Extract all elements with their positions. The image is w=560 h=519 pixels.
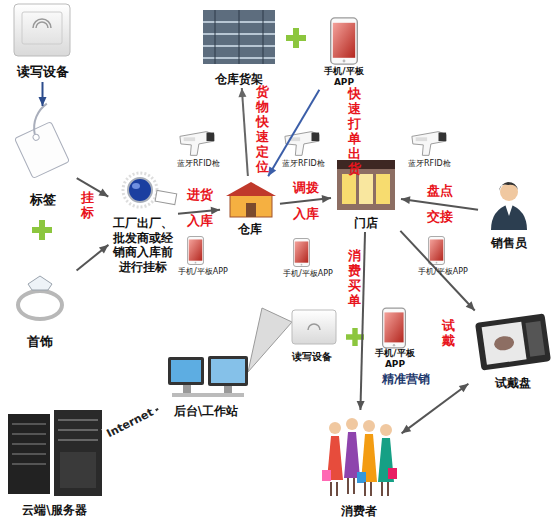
store xyxy=(337,160,395,210)
rfid-tag xyxy=(7,104,73,179)
rfid-gun xyxy=(412,132,446,156)
edge-label: 快速打单出货 xyxy=(347,86,362,176)
phone xyxy=(331,18,358,64)
device-label: 手机/平板APP xyxy=(178,267,228,276)
image-node: 工厂出厂、批发商或经销商入库前进行挂标 xyxy=(110,160,176,274)
image-node: 仓库 xyxy=(222,178,278,236)
arrow-head xyxy=(268,166,276,176)
node-caption: 读写设备 xyxy=(17,64,69,80)
try-on-tray xyxy=(475,313,551,370)
device-label: 手机/平板APP xyxy=(283,269,333,278)
device-label: 蓝牙RFID枪 xyxy=(282,159,325,168)
arrow-head xyxy=(401,196,410,204)
image-node: 首饰 xyxy=(5,250,75,350)
image-node: 门店 xyxy=(333,158,399,230)
connector-line xyxy=(400,231,474,311)
warehouse xyxy=(226,182,276,217)
node-caption: 读写设备 xyxy=(292,351,332,363)
connector-line xyxy=(402,384,469,434)
edge-label: 消费买单 xyxy=(347,248,362,308)
image-node: 销售员 xyxy=(480,178,538,250)
edge-label: 试戴 xyxy=(441,318,456,348)
node-caption: 后台\工作站 xyxy=(174,404,238,418)
node-caption: 首饰 xyxy=(27,334,53,350)
node-caption: 手机/平板APP xyxy=(368,348,422,370)
node-caption: 销售员 xyxy=(491,236,527,250)
connector xyxy=(39,82,47,106)
node-caption: 手机/平板APP xyxy=(315,66,373,88)
image-node: 试戴盘 xyxy=(470,312,555,390)
arrow-head xyxy=(357,401,365,410)
plus-sign xyxy=(32,220,52,240)
connector-line xyxy=(401,199,478,210)
wireless-beam xyxy=(248,308,292,372)
arrow-head xyxy=(39,97,47,106)
connector xyxy=(280,195,331,204)
arrow-head xyxy=(322,195,331,203)
workstation xyxy=(168,356,248,397)
phone xyxy=(187,236,203,264)
node-caption: 云端\服务器 xyxy=(22,503,86,517)
connector-line xyxy=(242,88,248,176)
image-node: 后台\工作站 xyxy=(160,352,252,418)
edge-label: 精准营销 xyxy=(376,372,436,387)
warehouse-shelf xyxy=(203,10,275,64)
image-node: 消费者 xyxy=(318,412,400,518)
connector xyxy=(238,88,247,176)
image-node: 标签 xyxy=(10,108,75,208)
edge-label: 进货入库 xyxy=(186,182,214,234)
node-caption: 试戴盘 xyxy=(495,376,531,390)
node-caption: 消费者 xyxy=(341,504,377,518)
rfid-gun xyxy=(180,132,214,156)
node-caption: 仓库货架 xyxy=(215,72,263,86)
connector-line xyxy=(77,245,109,271)
connector xyxy=(402,384,469,434)
edge-label: 盘点交接 xyxy=(426,178,454,230)
node-caption: 标签 xyxy=(30,192,56,208)
arrow-head xyxy=(238,88,246,97)
reader-device xyxy=(14,4,70,56)
connector xyxy=(401,196,478,209)
plus-sign xyxy=(286,28,306,48)
arrow-head xyxy=(402,425,412,434)
image-node: 仓库货架 xyxy=(200,8,278,86)
reader-device xyxy=(292,310,336,344)
image-node: 云端\服务器 xyxy=(2,405,107,517)
image-node: 读写设备 xyxy=(5,0,80,80)
edge-label: Internet xyxy=(101,403,158,442)
device-label: 手机/平板APP xyxy=(418,267,468,276)
arrow-head xyxy=(459,384,469,393)
connector xyxy=(400,231,474,311)
connector xyxy=(77,245,109,271)
image-node: 手机/平板APP xyxy=(368,302,422,370)
phone xyxy=(383,308,406,348)
device-label: 蓝牙RFID枪 xyxy=(177,159,220,168)
consumers xyxy=(322,418,397,496)
edge-label: 调拨入库 xyxy=(292,175,320,227)
servers xyxy=(8,410,102,496)
device-label: 蓝牙RFID枪 xyxy=(408,159,451,168)
image-node: 手机/平板APP xyxy=(315,8,373,88)
arrow-head xyxy=(99,245,109,254)
salesperson xyxy=(491,182,527,230)
node-caption: 仓库 xyxy=(238,222,262,236)
tagged-jewelry xyxy=(123,173,177,207)
arrow-head xyxy=(98,189,108,197)
edge-label: 挂标 xyxy=(80,190,95,220)
node-caption: 门店 xyxy=(354,216,378,230)
arrow-head xyxy=(466,301,475,310)
image-node: 读写设备 xyxy=(282,305,342,363)
node-caption: 工厂出厂、批发商或经销商入库前进行挂标 xyxy=(110,216,176,274)
phone xyxy=(428,236,444,264)
rfid-gun xyxy=(285,132,319,156)
ring xyxy=(18,276,62,319)
edge-label: 货物快速定位 xyxy=(255,84,270,174)
phone xyxy=(293,238,309,266)
connector-line xyxy=(360,232,365,410)
